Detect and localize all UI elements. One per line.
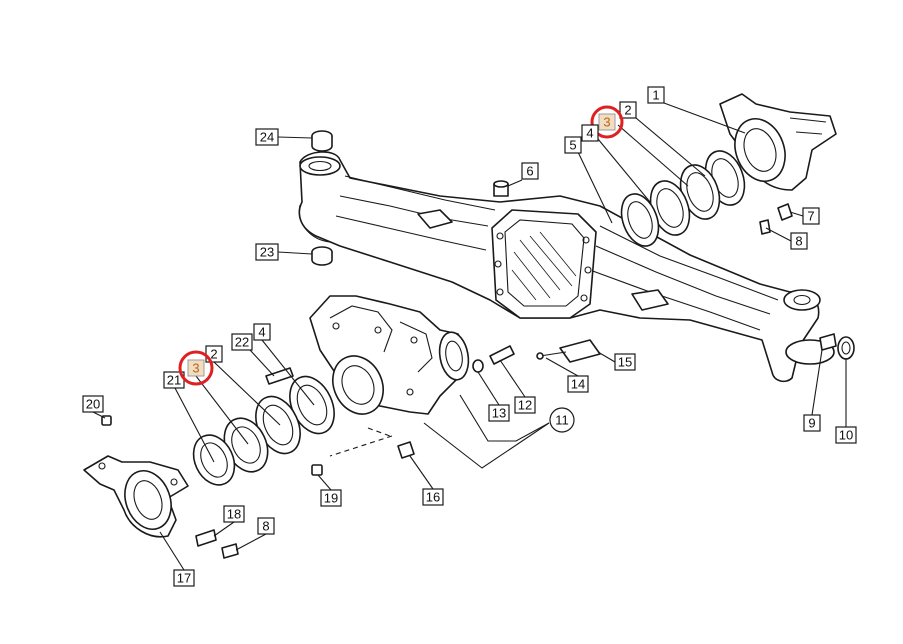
- right-bearing-rings: [620, 150, 746, 247]
- callout-4-left: 4: [253, 323, 271, 341]
- svg-text:5: 5: [569, 138, 576, 153]
- callout-8-left: 8: [257, 517, 275, 535]
- callout-12: 12: [514, 396, 536, 414]
- callout-11-circled: 11: [549, 407, 575, 433]
- callout-6: 6: [521, 162, 539, 180]
- callout-16: 16: [422, 488, 444, 506]
- svg-text:24: 24: [260, 130, 274, 145]
- callout-8-right: 8: [790, 232, 808, 250]
- svg-text:22: 22: [235, 335, 249, 350]
- callout-22: 22: [231, 333, 253, 351]
- callout-5: 5: [564, 136, 582, 154]
- callout-2-right: 2: [619, 101, 637, 119]
- right-swivel-housing: [719, 93, 837, 191]
- svg-text:12: 12: [518, 398, 532, 413]
- callout-18: 18: [223, 505, 245, 523]
- svg-text:10: 10: [839, 428, 853, 443]
- small-parts: [101, 130, 855, 559]
- svg-text:8: 8: [795, 234, 802, 249]
- callout-7: 7: [802, 207, 820, 225]
- svg-text:21: 21: [167, 373, 181, 388]
- svg-text:11: 11: [555, 413, 569, 428]
- callout-labels: 1 2 3 4 5 6 7 8 9 10 11 12 13 14 15 16 1…: [82, 86, 857, 587]
- left-mounting-bracket: [83, 455, 189, 538]
- svg-text:3: 3: [192, 361, 199, 376]
- svg-text:17: 17: [177, 571, 191, 586]
- callout-9: 9: [803, 414, 821, 432]
- callout-4-right: 4: [581, 124, 599, 142]
- svg-text:9: 9: [808, 416, 815, 431]
- callout-23: 23: [255, 243, 279, 261]
- svg-text:15: 15: [618, 355, 632, 370]
- svg-text:4: 4: [586, 126, 593, 141]
- callout-17: 17: [173, 569, 195, 587]
- svg-text:14: 14: [571, 377, 585, 392]
- svg-text:23: 23: [260, 245, 274, 260]
- svg-text:2: 2: [210, 347, 217, 362]
- svg-text:3: 3: [603, 115, 610, 130]
- callout-3-left-highlighted: 3: [178, 350, 214, 386]
- callout-20: 20: [82, 395, 104, 413]
- callout-14: 14: [567, 375, 589, 393]
- callout-13: 13: [488, 404, 510, 422]
- left-swivel-housing: [309, 295, 470, 415]
- svg-text:13: 13: [492, 406, 506, 421]
- axle-housing: [298, 151, 835, 383]
- leader-lines: [92, 102, 847, 571]
- svg-text:20: 20: [86, 397, 100, 412]
- svg-text:1: 1: [652, 88, 659, 103]
- callout-3-right-highlighted: 3: [590, 105, 624, 139]
- left-bearing-rings: [192, 375, 335, 486]
- svg-text:2: 2: [624, 103, 631, 118]
- svg-text:16: 16: [426, 490, 440, 505]
- callout-24: 24: [255, 128, 279, 146]
- svg-text:6: 6: [526, 164, 533, 179]
- svg-text:18: 18: [227, 507, 241, 522]
- callout-1: 1: [647, 86, 665, 104]
- callout-10: 10: [835, 426, 857, 444]
- callout-19: 19: [320, 489, 342, 507]
- dashed-reference-line: [329, 427, 393, 457]
- svg-text:7: 7: [807, 209, 814, 224]
- svg-text:8: 8: [262, 519, 269, 534]
- svg-text:19: 19: [324, 491, 338, 506]
- callout-15: 15: [614, 353, 636, 371]
- svg-text:4: 4: [258, 325, 265, 340]
